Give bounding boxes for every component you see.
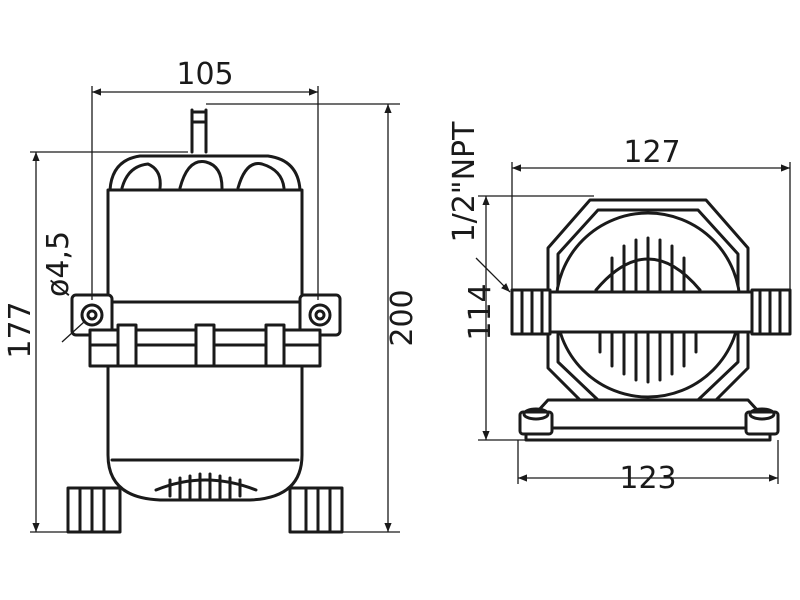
- dim-side-height: 114: [463, 283, 498, 340]
- side-port-right: [750, 288, 792, 336]
- dim-front-mount-height: 177: [3, 301, 38, 358]
- dim-side-width: 127: [623, 135, 680, 170]
- front-view: [30, 86, 400, 534]
- dim-port-thread: 1/2"NPT: [447, 121, 482, 243]
- dim-mount-hole: ø4,5: [41, 231, 76, 297]
- foot-left: [518, 407, 554, 436]
- base: [524, 398, 772, 442]
- port-right: [288, 486, 344, 534]
- dim-front-total-height: 200: [385, 289, 420, 346]
- port-left: [66, 486, 122, 534]
- foot-right: [744, 407, 780, 436]
- side-port-left: [510, 288, 552, 336]
- pump-housing: [106, 364, 304, 502]
- through-pipe: [510, 290, 792, 334]
- dim-side-base-width: 123: [619, 461, 676, 496]
- side-view: [475, 162, 792, 484]
- motor-body: [106, 188, 304, 304]
- dim-front-width: 105: [176, 57, 233, 92]
